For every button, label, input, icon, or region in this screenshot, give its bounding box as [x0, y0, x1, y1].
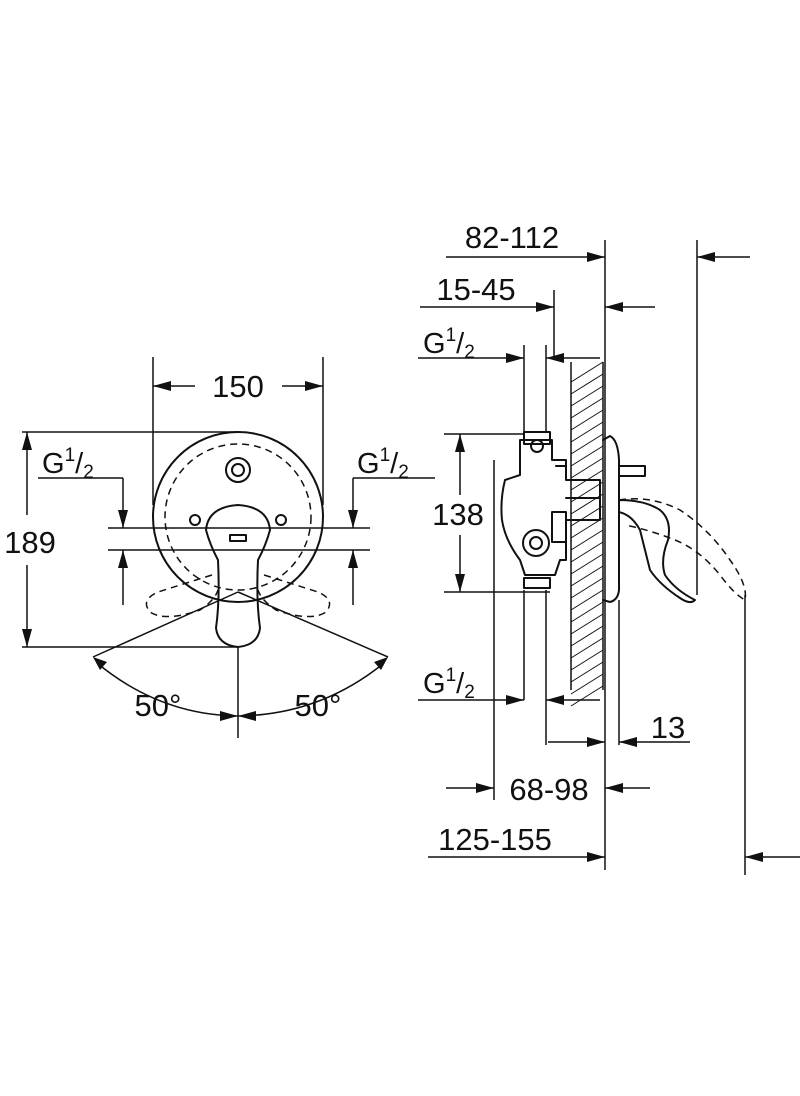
wall-hatch-line	[570, 433, 604, 455]
wall-hatch-line	[570, 589, 604, 611]
dim-13: 13	[651, 710, 685, 745]
wall-hatch-line	[570, 601, 604, 623]
wall-hatch-line	[570, 649, 604, 671]
wall-hatch-line	[570, 661, 604, 683]
lever-handle	[205, 504, 271, 648]
angle-left-50: 50°	[135, 688, 182, 723]
lever-side	[618, 499, 696, 604]
thread-label-top: G1/2	[423, 325, 475, 363]
angle-right-50: 50°	[295, 688, 342, 723]
wall-hatch-line	[570, 565, 604, 587]
escutcheon-side	[602, 435, 620, 603]
front-view: 150 189 G1/2 G1/2	[4, 357, 435, 738]
dim-height-189: 189	[4, 525, 56, 560]
dim-138: 138	[432, 497, 484, 532]
wall-hatch-line	[570, 673, 604, 695]
thread-label-left: G1/2	[42, 445, 94, 483]
wall-section	[570, 361, 604, 707]
wall-hatch-line	[570, 541, 604, 563]
wall-hatch-line	[570, 637, 604, 659]
thread-label-bottom: G1/2	[423, 665, 475, 703]
wall-hatch-line	[570, 685, 604, 707]
wall-hatch-line	[570, 409, 604, 431]
wall-hatch-line	[570, 529, 604, 551]
top-port	[225, 457, 251, 483]
wall-hatch-line	[570, 625, 604, 647]
wall-hatch-line	[570, 361, 604, 383]
wall-hatch-line	[570, 613, 604, 635]
wall-hatch-line	[570, 397, 604, 419]
valve-body-outline	[164, 443, 312, 591]
wall-hatch-line	[570, 577, 604, 599]
dim-125-155: 125-155	[438, 822, 552, 857]
wall-hatch-line	[570, 505, 604, 527]
dim-82-112: 82-112	[465, 220, 559, 255]
spindle	[618, 465, 646, 477]
dim-68-98: 68-98	[509, 772, 588, 807]
wall-hatch-line	[570, 457, 604, 479]
wall-hatch-line	[570, 553, 604, 575]
thread-label-right: G1/2	[357, 445, 409, 483]
dim-width-150: 150	[212, 369, 264, 404]
wall-hatch-line	[570, 445, 604, 467]
bottom-port	[522, 529, 550, 557]
screw-left	[189, 514, 201, 526]
top-connection	[523, 431, 551, 445]
wall-hatch-line	[570, 517, 604, 539]
handle-rotated-right	[257, 574, 331, 618]
valve-body	[500, 439, 601, 576]
handle-rotated-left	[145, 574, 219, 618]
side-view: 82-112 15-45 G1/2 138 G1/2	[418, 220, 800, 875]
dim-15-45: 15-45	[436, 272, 515, 307]
wall-hatch-line	[570, 385, 604, 407]
lever-side-rotated	[618, 498, 747, 602]
wall-hatch-line	[570, 373, 604, 395]
screw-right	[275, 514, 287, 526]
wall-hatch-line	[570, 421, 604, 443]
